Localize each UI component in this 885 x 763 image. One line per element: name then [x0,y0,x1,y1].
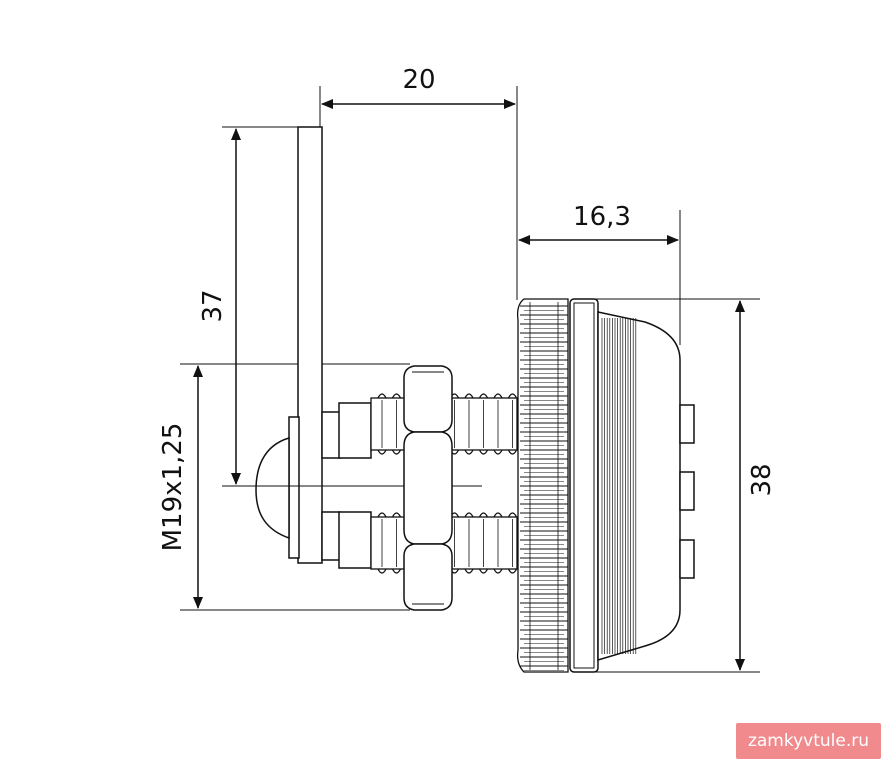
dim-label-38: 38 [747,463,777,496]
dim-label-16-3: 16,3 [573,202,631,232]
dim-label-37: 37 [198,289,228,322]
dome-knob [255,416,300,559]
spacers [321,402,372,569]
dim-label-m19: M19x1,25 [158,423,188,552]
hex-nut [403,365,453,611]
lock-body [597,311,681,662]
cam-plate [297,126,323,564]
watermark-badge: zamkyvtule.ru [735,723,881,759]
dimension-lines [193,99,745,671]
knurled-ring [516,298,569,673]
dial-buttons [679,404,695,579]
dim-label-20: 20 [402,65,435,95]
